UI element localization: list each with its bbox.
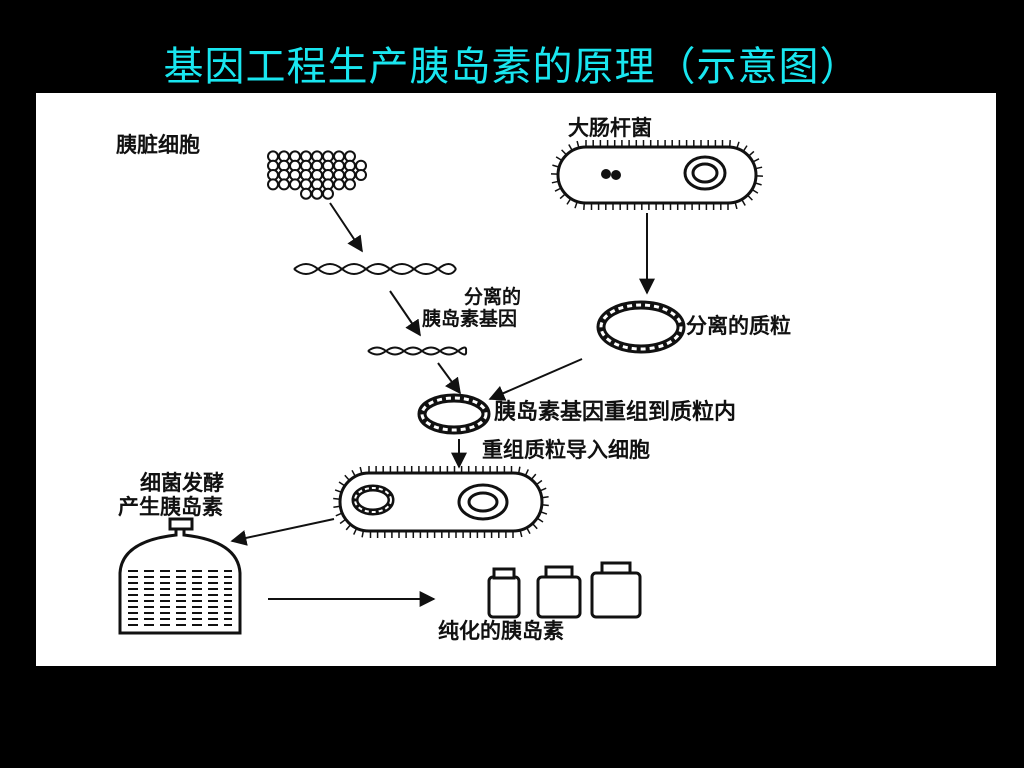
recombinant-plasmid (417, 393, 491, 435)
label-fermentation-line1: 细菌发酵 (140, 471, 224, 495)
arrow-bacterium-to-bottle (230, 518, 335, 546)
label-ecoli: 大肠杆菌 (568, 116, 652, 140)
arrow-plasmid-to-recombinant (488, 358, 583, 401)
slide-title: 基因工程生产胰岛素的原理（示意图） (163, 44, 861, 90)
label-isolated-gene-line2: 胰岛素基因 (422, 308, 518, 330)
arrow-dna-to-gene (389, 290, 421, 337)
insulin-vial-1 (487, 567, 521, 619)
arrow-cells-to-dna (329, 202, 363, 253)
dna-strand-insulin-gene (367, 346, 468, 356)
label-isolated-gene-line1: 分离的 (464, 286, 522, 308)
label-isolated-plasmid: 分离的质粒 (686, 314, 791, 338)
pancreas-cell-cluster (267, 150, 367, 200)
diagram-drawing (118, 140, 764, 635)
label-fermentation-line2: 产生胰岛素 (118, 495, 223, 519)
label-purified-insulin: 纯化的胰岛素 (438, 619, 564, 643)
dna-strand-long (293, 263, 457, 275)
insulin-vial-2 (536, 565, 582, 619)
fermentation-liquid (128, 570, 232, 626)
label-pancreas-cells: 胰脏细胞 (116, 133, 200, 157)
arrow-gene-to-recombinant (437, 362, 461, 395)
label-introduce: 重组质粒导入细胞 (482, 438, 650, 462)
ecoli-bacterium (550, 140, 764, 210)
engineered-bacterium (333, 466, 549, 538)
diagram-panel: 胰脏细胞 大肠杆菌 分离的 胰岛素基因 分离的质粒 胰岛素基因重组到质粒内 重组… (36, 93, 996, 666)
label-recombine: 胰岛素基因重组到质粒内 (494, 400, 737, 425)
insulin-vial-3 (590, 561, 642, 619)
isolated-plasmid (596, 300, 686, 354)
